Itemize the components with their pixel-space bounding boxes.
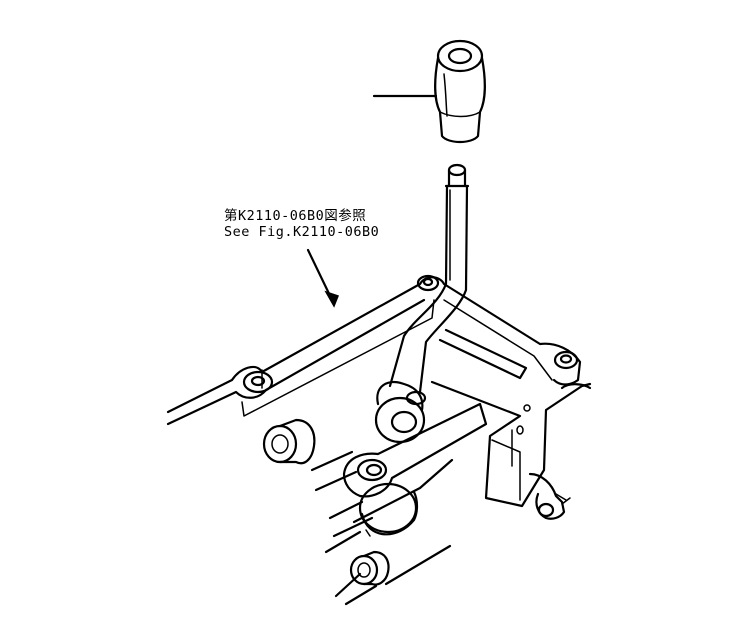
reference-note-japanese: 第K2110-06B0図参照	[224, 208, 367, 224]
reference-note-english: See Fig.K2110-06B0	[224, 224, 380, 240]
reference-note: 第K2110-06B0図参照 See Fig.K2110-06B0	[224, 208, 379, 240]
lever-pivot-boss	[374, 380, 427, 444]
fork-ring	[358, 482, 419, 537]
side-bracket	[528, 472, 571, 520]
shift-fork-arm	[342, 402, 488, 498]
gearbox-housing	[310, 328, 592, 606]
bushing-lower	[349, 550, 390, 586]
cover-plate	[166, 274, 582, 426]
bushing-upper	[262, 418, 316, 465]
callout-leader-arrow	[306, 248, 339, 308]
shift-knob	[434, 39, 486, 144]
